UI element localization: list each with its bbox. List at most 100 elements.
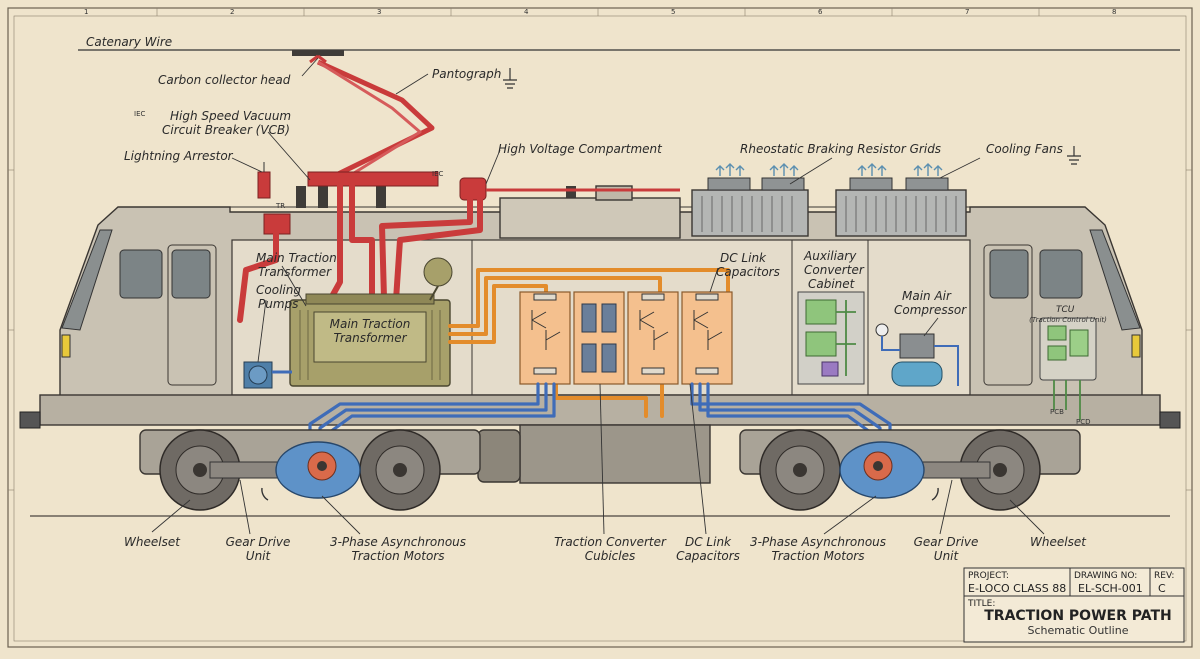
grid-number: 1	[84, 8, 88, 16]
grid-number: 4	[524, 8, 529, 16]
hv-roof-cap	[595, 185, 633, 201]
cooling-fans-label: Cooling Fans	[986, 142, 1063, 156]
converter-label-1: Traction Converter	[554, 535, 667, 549]
sheet-inner-border	[13, 15, 1187, 642]
converter-label-2: Cubicles	[585, 549, 636, 563]
grid-number: 7	[965, 8, 969, 16]
carbon-collector-head	[292, 50, 344, 56]
title-label: TITLE:	[967, 599, 995, 609]
drawing-no-value: EL-SCH-001	[1078, 582, 1143, 595]
roof-insulator	[376, 186, 386, 208]
air-compressor-label-2: Compressor	[894, 303, 967, 317]
cab-window-left	[171, 249, 211, 299]
roof-insulator	[296, 186, 306, 208]
carbon-head-label: Carbon collector head	[158, 73, 291, 87]
cab-window-left	[119, 249, 163, 299]
underfloor-tank	[519, 424, 711, 484]
gear-left-label-1: Gear Drive	[226, 535, 291, 549]
iec-label: IEC	[432, 170, 443, 178]
wheelset-right-label: Wheelset	[1030, 535, 1087, 549]
main-traction-transformer	[289, 257, 453, 387]
pantograph-label: Pantograph	[432, 67, 501, 81]
project-value: E-LOCO CLASS 88	[968, 582, 1066, 595]
air-compressor-label-1: Main Air	[902, 289, 952, 303]
dc-link-lower-label-2: Capacitors	[676, 549, 740, 563]
cab-door-right	[983, 244, 1033, 386]
lightning-arrestor	[257, 162, 271, 199]
project-label: PROJECT:	[968, 571, 1009, 581]
rotation-arrow	[931, 487, 939, 501]
drawing-no-label: DRAWING NO:	[1074, 571, 1137, 581]
bogie-left	[139, 429, 481, 511]
rotation-arrow	[261, 487, 269, 501]
headlight-left	[61, 334, 71, 358]
rev-label: REV:	[1154, 571, 1174, 581]
auxiliary-converter-cabinet	[797, 291, 865, 385]
mtt-upper-label-2: Transformer	[258, 265, 332, 279]
pantograph	[292, 50, 439, 187]
grid-number: 2	[230, 8, 234, 16]
aux-label-2: Converter	[804, 263, 865, 277]
cooling-pumps-label-2: Pumps	[258, 297, 298, 311]
grid-numbers: 1 2 3 4 5 6 7 8	[84, 8, 1116, 16]
roof-insulator	[566, 186, 576, 208]
lightning-arrestor-label: Lightning Arrestor	[124, 149, 234, 163]
buffer-right	[1159, 411, 1181, 429]
motors-right-label-1: 3-Phase Asynchronous	[750, 535, 886, 549]
headlight-right	[1131, 334, 1141, 358]
motors-left-label-2: Traction Motors	[351, 549, 444, 563]
braking-grids-label: Rheostatic Braking Resistor Grids	[740, 142, 941, 156]
grid-number: 3	[377, 8, 381, 16]
drawing-title: TRACTION POWER PATH	[984, 608, 1172, 624]
pcd-label: PCD	[1076, 418, 1091, 426]
windscreen-left	[61, 229, 113, 331]
cooling-fans	[707, 177, 949, 191]
gear-drive-unit	[209, 461, 281, 479]
roof-insulator	[318, 186, 328, 208]
grid-number: 8	[1112, 8, 1116, 16]
mtt-body-label-1: Main Traction	[330, 317, 411, 331]
sheet-border	[7, 7, 1193, 648]
windscreen-right	[1089, 229, 1141, 331]
dc-link-upper-label-2: Capacitors	[716, 265, 780, 279]
vcb-label-1: High Speed Vacuum	[170, 109, 291, 123]
vacuum-circuit-breaker	[263, 213, 291, 235]
grid-ticks	[8, 8, 1192, 491]
vcb-label-2: Circuit Breaker (VCB)	[162, 123, 290, 137]
aux-label-3: Cabinet	[808, 277, 856, 291]
iec-symbol-label: IEC	[134, 110, 145, 118]
mtt-body-label-2: Transformer	[333, 331, 407, 345]
aux-label-1: Auxiliary	[803, 249, 857, 263]
buffer-left	[19, 411, 41, 429]
hv-cables	[237, 183, 680, 323]
gear-right-label-2: Unit	[934, 549, 960, 563]
braking-resistor-grids	[691, 189, 967, 237]
pantograph-arm	[316, 59, 435, 181]
grid-number: 6	[818, 8, 823, 16]
hv-compartment-label: High Voltage Compartment	[498, 142, 663, 156]
title-block	[963, 567, 1185, 643]
current-transformer	[459, 177, 487, 201]
motors-left-label-1: 3-Phase Asynchronous	[330, 535, 466, 549]
tr-label: TR	[275, 202, 285, 210]
dc-link-lower-label-1: DC Link	[685, 535, 732, 549]
cooling-pump	[243, 361, 292, 389]
traction-control-unit	[1039, 317, 1097, 420]
motors-right-label-2: Traction Motors	[771, 549, 864, 563]
tcu-full-label: (Traction Control Unit)	[1029, 316, 1107, 324]
gear-left-label-2: Unit	[246, 549, 272, 563]
pantograph-base	[307, 171, 439, 187]
gear-right-label-1: Gear Drive	[914, 535, 979, 549]
conservator-tank	[423, 257, 453, 287]
rev-value: C	[1158, 582, 1166, 595]
cab-window-right	[1039, 249, 1083, 299]
wheelset-left-label: Wheelset	[124, 535, 181, 549]
pcb-label: PCB	[1050, 408, 1064, 416]
ground-symbols	[503, 68, 1081, 165]
bogie-right	[739, 429, 1081, 511]
cab-door-left	[167, 244, 217, 386]
traction-converter-cubicles	[519, 291, 733, 385]
hv-roof-box	[499, 197, 681, 239]
tcu-label: TCU	[1056, 305, 1075, 315]
